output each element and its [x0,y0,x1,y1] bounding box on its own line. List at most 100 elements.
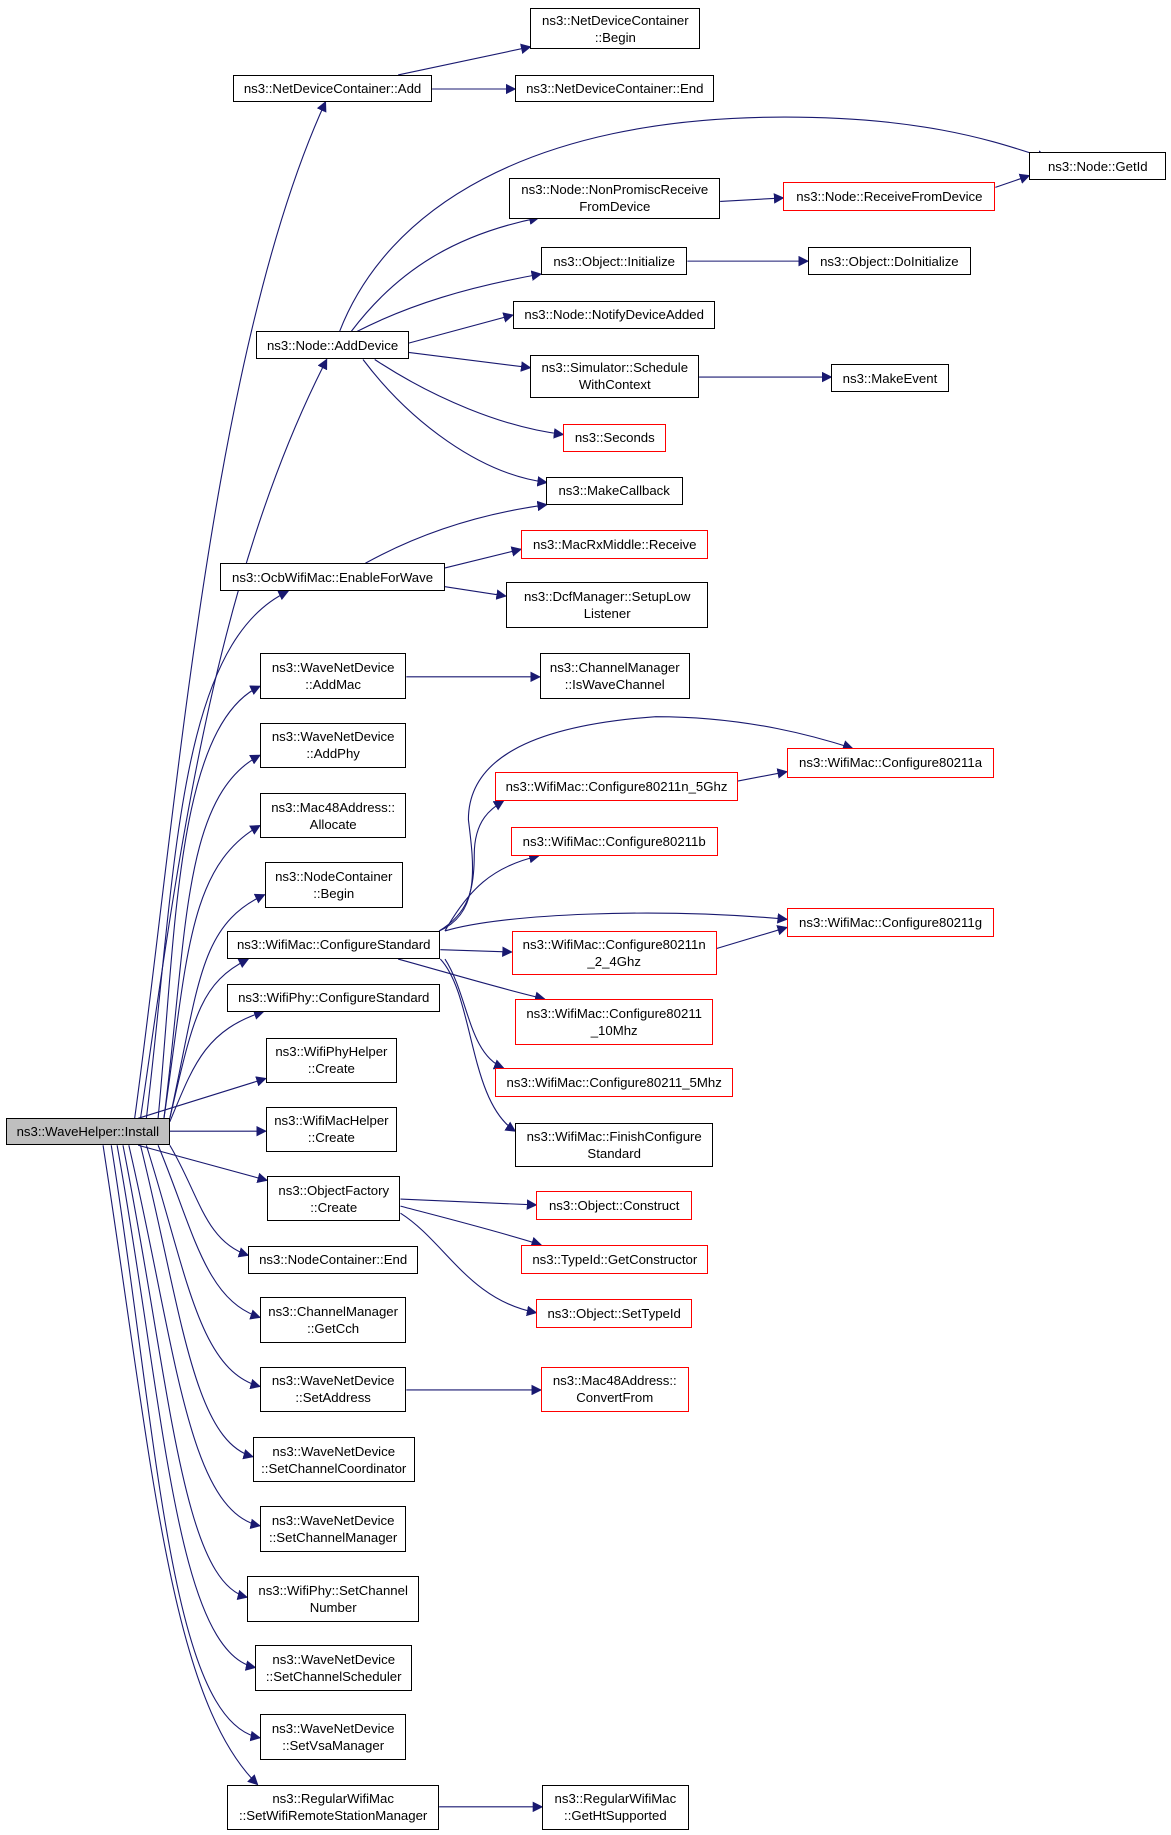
edge-install-to-wph_create [138,1076,267,1119]
node-wph-create[interactable]: ns3::WifiPhyHelper::Create [265,1037,397,1084]
node-install[interactable]: ns3::WaveHelper::Install [5,1118,170,1146]
node-wmh-create[interactable]: ns3::WifiMacHelper::Create [265,1106,397,1153]
node-macrx-receive[interactable]: ns3::MacRxMiddle::Receive [521,530,709,559]
edge-install-to-wnd_setcs [116,1145,257,1671]
node-wm-conf-std[interactable]: ns3::WifiMac::ConfigureStandard [227,930,441,960]
edge-nonpromisc-to-receivefromdevice [720,193,785,204]
node-nc-begin[interactable]: ns3::NodeContainer::Begin [264,861,403,908]
node-label-line: ns3::WaveNetDevice [272,1443,396,1459]
node-notifydevadded[interactable]: ns3::Node::NotifyDeviceAdded [512,300,716,330]
edge-ocb_enable-to-macrx_receive [444,546,523,569]
node-label-line: ns3::Node::AddDevice [266,337,399,353]
node-label-line: ns3::WaveNetDevice [272,1652,396,1668]
node-cm-getcch[interactable]: ns3::ChannelManager::GetCch [259,1297,407,1344]
edge-install-to-nc_end [169,1144,250,1258]
node-label-line: ns3::WaveHelper::Install [16,1124,160,1140]
edge-wm_conf_std-to-wm_80211_5 [444,958,505,1070]
node-label-line: ns3::Object::Construct [548,1198,680,1214]
node-wnd-setcs[interactable]: ns3::WaveNetDevice::SetChannelScheduler [255,1645,413,1691]
node-rwm-getht[interactable]: ns3::RegularWifiMac::GetHtSupported [542,1784,689,1831]
node-wnd-setvsa[interactable]: ns3::WaveNetDevice::SetVsaManager [259,1714,407,1760]
node-ocb-enable[interactable]: ns3::OcbWifiMac::EnableForWave [220,563,445,592]
node-cm-iswave[interactable]: ns3::ChannelManager::IsWaveChannel [539,653,690,700]
node-label-line: ::GetHtSupported [564,1808,667,1824]
node-label-line: ns3::RegularWifiMac [554,1791,677,1807]
node-label-line: ns3::ObjectFactory [278,1182,390,1198]
node-label-line: ns3::NetDeviceContainer [542,12,689,28]
node-makeevent[interactable]: ns3::MakeEvent [831,364,949,393]
node-label-line: ::IsWaveChannel [564,677,665,693]
edge-node_adddevice-to-notifydevadded [408,312,514,344]
node-label-line: ns3::WaveNetDevice [271,1373,395,1389]
node-label-line: ns3::Node::GetId [1047,158,1148,174]
edge-install-to-wnd_setcc [139,1145,254,1460]
node-label-line: ns3::Node::NonPromiscReceive [521,182,709,198]
node-ndc-add[interactable]: ns3::NetDeviceContainer::Add [233,74,433,102]
node-rwm-setwrsm[interactable]: ns3::RegularWifiMac::SetWifiRemoteStatio… [227,1784,440,1831]
node-mac48-alloc[interactable]: ns3::Mac48Address::Allocate [259,792,407,839]
node-label-line: ns3::WaveNetDevice [271,1512,395,1528]
edge-wm_conf_std-to-wm_80211_10 [397,958,546,1002]
node-label-line: ns3::WifiMac::Configure80211 [526,1005,703,1021]
edge-install-to-mac48_alloc [163,825,261,1119]
node-seconds[interactable]: ns3::Seconds [563,423,667,452]
node-wm-80211n5[interactable]: ns3::WifiMac::Configure80211n_5Ghz [495,771,738,801]
node-label-line: Listener [583,605,631,621]
node-obj-doinit[interactable]: ns3::Object::DoInitialize [807,247,971,276]
node-label-line: ns3::NetDeviceContainer::Add [243,80,422,96]
node-wm-80211g[interactable]: ns3::WifiMac::Configure80211g [786,907,995,937]
node-wnd-setcm[interactable]: ns3::WaveNetDevice::SetChannelManager [259,1505,407,1552]
edge-install-to-of_create [138,1144,269,1183]
node-makecallback[interactable]: ns3::MakeCallback [545,476,683,505]
node-wm-80211b[interactable]: ns3::WifiMac::Configure80211b [510,826,718,856]
node-mac48-convert[interactable]: ns3::Mac48Address::ConvertFrom [541,1366,689,1413]
node-wnd-addphy[interactable]: ns3::WaveNetDevice::AddPhy [259,722,407,769]
node-label-line: ns3::MakeEvent [842,370,938,386]
node-label-line: Number [309,1599,357,1615]
node-label-line: ::Begin [594,29,636,45]
node-nc-end[interactable]: ns3::NodeContainer::End [248,1245,419,1275]
node-label-line: ::AddPhy [306,746,360,762]
node-label-line: Standard [587,1146,641,1162]
edge-wm_80211n5-to-wm_80211a [737,768,788,782]
edge-install-to-wnd_setvsa [110,1145,261,1742]
edge-install-to-wm_conf_std [169,958,250,1119]
node-label-line: ns3::Node::NotifyDeviceAdded [524,307,704,323]
node-receivefromdevice[interactable]: ns3::Node::ReceiveFromDevice [783,181,996,211]
node-obj-init[interactable]: ns3::Object::Initialize [541,247,688,276]
node-label-line: ns3::Simulator::Schedule [541,360,689,376]
node-tid-getctor[interactable]: ns3::TypeId::GetConstructor [521,1244,709,1275]
node-node-adddevice[interactable]: ns3::Node::AddDevice [256,331,409,360]
node-label-line: ns3::Node::ReceiveFromDevice [796,188,983,204]
edge-install-to-node_adddevice [139,358,328,1119]
node-wm-80211a[interactable]: ns3::WifiMac::Configure80211a [786,748,995,778]
node-ndc-end[interactable]: ns3::NetDeviceContainer::End [515,74,715,102]
node-obj-settid[interactable]: ns3::Object::SetTypeId [536,1298,693,1328]
node-label-line: ns3::MacRxMiddle::Receive [533,537,697,552]
node-label-line: ns3::WaveNetDevice [271,660,395,676]
node-label-line: ns3::MakeCallback [558,483,670,499]
node-label-line: _2_4Ghz [587,954,641,970]
node-wm-80211-10[interactable]: ns3::WifiMac::Configure80211_10Mhz [515,998,714,1045]
edge-node_adddevice-to-makecallback [362,359,548,487]
node-label-line: ns3::Object::Initialize [553,253,676,269]
node-wnd-addmac[interactable]: ns3::WaveNetDevice::AddMac [259,653,407,700]
node-wnd-setcc[interactable]: ns3::WaveNetDevice::SetChannelCoordinato… [252,1436,415,1483]
node-wm-80211-5[interactable]: ns3::WifiMac::Configure80211_5Mhz [495,1067,734,1098]
node-wnd-setaddr[interactable]: ns3::WaveNetDevice::SetAddress [259,1366,407,1413]
node-wm-80211n24[interactable]: ns3::WifiMac::Configure80211n_2_4Ghz [511,930,717,976]
edge-wm_conf_std-to-wm_80211a [438,716,854,932]
node-ndc-begin[interactable]: ns3::NetDeviceContainer::Begin [530,8,701,50]
node-node-getid[interactable]: ns3::Node::GetId [1029,152,1167,181]
node-label-line: ns3::WifiMac::Configure80211_5Mhz [506,1075,722,1091]
node-obj-construct[interactable]: ns3::Object::Construct [536,1190,693,1221]
node-of-create[interactable]: ns3::ObjectFactory::Create [266,1175,401,1222]
node-wp-conf-std[interactable]: ns3::WifiPhy::ConfigureStandard [227,983,441,1012]
